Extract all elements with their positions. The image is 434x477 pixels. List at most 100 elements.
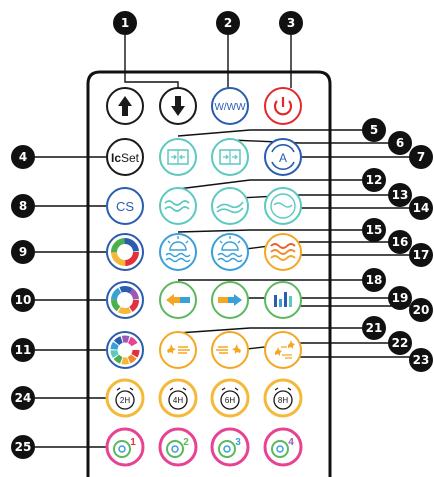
callout-22: 22 <box>388 331 412 355</box>
star-right-button[interactable] <box>211 331 249 369</box>
callout-25: 25 <box>11 435 35 459</box>
wave-button-1[interactable] <box>159 187 197 225</box>
color-wheel-icon <box>111 286 139 314</box>
cs-button[interactable]: CS <box>106 187 144 225</box>
callout-number: 16 <box>392 235 409 249</box>
power-icon <box>273 100 293 116</box>
callout-4: 4 <box>11 145 35 169</box>
callout-16: 16 <box>388 230 412 254</box>
heat-wave-icon <box>270 243 296 249</box>
wave-icon <box>216 201 244 209</box>
timer-6h-button[interactable]: 6H <box>210 378 250 418</box>
callout-number: 12 <box>366 173 383 187</box>
callout-24: 24 <box>11 386 35 410</box>
callout-number: 6 <box>396 136 404 150</box>
callout-19: 19 <box>388 286 412 310</box>
callout-12: 12 <box>362 168 386 192</box>
scene-3-label: 3 <box>235 437 241 448</box>
up-button[interactable] <box>106 87 144 125</box>
callout-number: 18 <box>366 273 383 287</box>
callout-7: 7 <box>409 145 433 169</box>
star-left-button[interactable] <box>159 331 197 369</box>
callout-number: 22 <box>392 336 409 350</box>
alarm-clock-icon <box>220 390 240 410</box>
timer-6h-label: 6H <box>225 396 235 405</box>
color-wheel-button-2[interactable] <box>106 281 144 319</box>
callout-number: 7 <box>417 150 425 164</box>
wave-cycle-button[interactable] <box>264 187 302 225</box>
callout-number: 11 <box>15 343 32 357</box>
shooting-star-icon <box>232 344 241 354</box>
callout-number: 4 <box>19 150 27 164</box>
auto-label: A <box>279 151 287 165</box>
callout-18: 18 <box>362 268 386 292</box>
alarm-clock-icon <box>273 390 293 410</box>
scene-1-button[interactable]: 1 <box>105 427 145 467</box>
callout-8: 8 <box>11 194 35 218</box>
arrow-left-button[interactable] <box>159 281 197 319</box>
callout-number: 10 <box>15 293 32 307</box>
leader-lines <box>35 35 411 448</box>
power-button[interactable] <box>264 87 302 125</box>
sun-wave-button-1[interactable] <box>159 233 197 271</box>
arrow-right-button[interactable] <box>211 281 249 319</box>
timer-8h-button[interactable]: 8H <box>263 378 303 418</box>
heat-wave-button[interactable] <box>264 233 302 271</box>
callout-2: 2 <box>216 11 240 35</box>
callout-3: 3 <box>279 11 303 35</box>
scene-4-button[interactable]: 4 <box>263 427 303 467</box>
callout-number: 1 <box>121 16 129 30</box>
sunrise-icon <box>221 241 239 251</box>
callout-number: 3 <box>287 16 295 30</box>
callout-number: 24 <box>15 391 32 405</box>
color-wheel-button-1[interactable] <box>106 233 144 271</box>
sun-wave-button-2[interactable] <box>211 233 249 271</box>
callout-1: 1 <box>113 11 137 35</box>
icset-button[interactable]: IcSet <box>106 138 144 176</box>
color-wheel-icon <box>110 335 140 365</box>
swap-button-1[interactable] <box>159 138 197 176</box>
callout-13: 13 <box>388 183 412 207</box>
callout-number: 9 <box>19 245 27 259</box>
callout-6: 6 <box>388 131 412 155</box>
disc-icon <box>113 440 131 458</box>
cycle-icon <box>271 144 295 153</box>
color-wheel-button-3[interactable] <box>106 331 144 369</box>
callout-17: 17 <box>409 243 433 267</box>
callout-number: 19 <box>392 291 409 305</box>
callout-number: 20 <box>413 303 430 317</box>
callout-number: 14 <box>413 201 430 215</box>
callout-number: 13 <box>392 188 409 202</box>
scene-2-label: 2 <box>183 437 189 448</box>
callout-number: 17 <box>413 248 430 262</box>
scene-2-button[interactable]: 2 <box>158 427 198 467</box>
scene-4-label: 4 <box>288 437 294 448</box>
down-button[interactable] <box>159 87 197 125</box>
star-burst-button[interactable] <box>264 331 302 369</box>
icset-ic-label: Ic <box>111 151 121 165</box>
timer-2h-button[interactable]: 2H <box>105 378 145 418</box>
swap-button-2[interactable] <box>211 138 249 176</box>
scene-1-label: 1 <box>130 437 136 448</box>
arrow-up-icon <box>118 96 132 116</box>
disc-icon <box>271 440 289 458</box>
timer-8h-label: 8H <box>278 396 288 405</box>
callout-number: 2 <box>224 16 232 30</box>
bars-button[interactable] <box>264 281 302 319</box>
cs-label: CS <box>116 199 134 214</box>
alarm-clock-icon <box>168 390 188 410</box>
callout-14: 14 <box>409 196 433 220</box>
callout-number: 23 <box>413 353 430 367</box>
callout-9: 9 <box>11 240 35 264</box>
timer-4h-label: 4H <box>173 396 183 405</box>
scene-3-button[interactable]: 3 <box>210 427 250 467</box>
callout-number: 8 <box>19 199 27 213</box>
w-ww-button[interactable]: W/WW <box>211 87 249 125</box>
timer-4h-button[interactable]: 4H <box>158 378 198 418</box>
w-ww-label: W/WW <box>214 102 246 113</box>
wave-button-2[interactable] <box>211 187 249 225</box>
icset-set-label: Set <box>121 151 140 165</box>
bars-icon <box>274 295 277 307</box>
auto-button[interactable]: A <box>264 138 302 176</box>
